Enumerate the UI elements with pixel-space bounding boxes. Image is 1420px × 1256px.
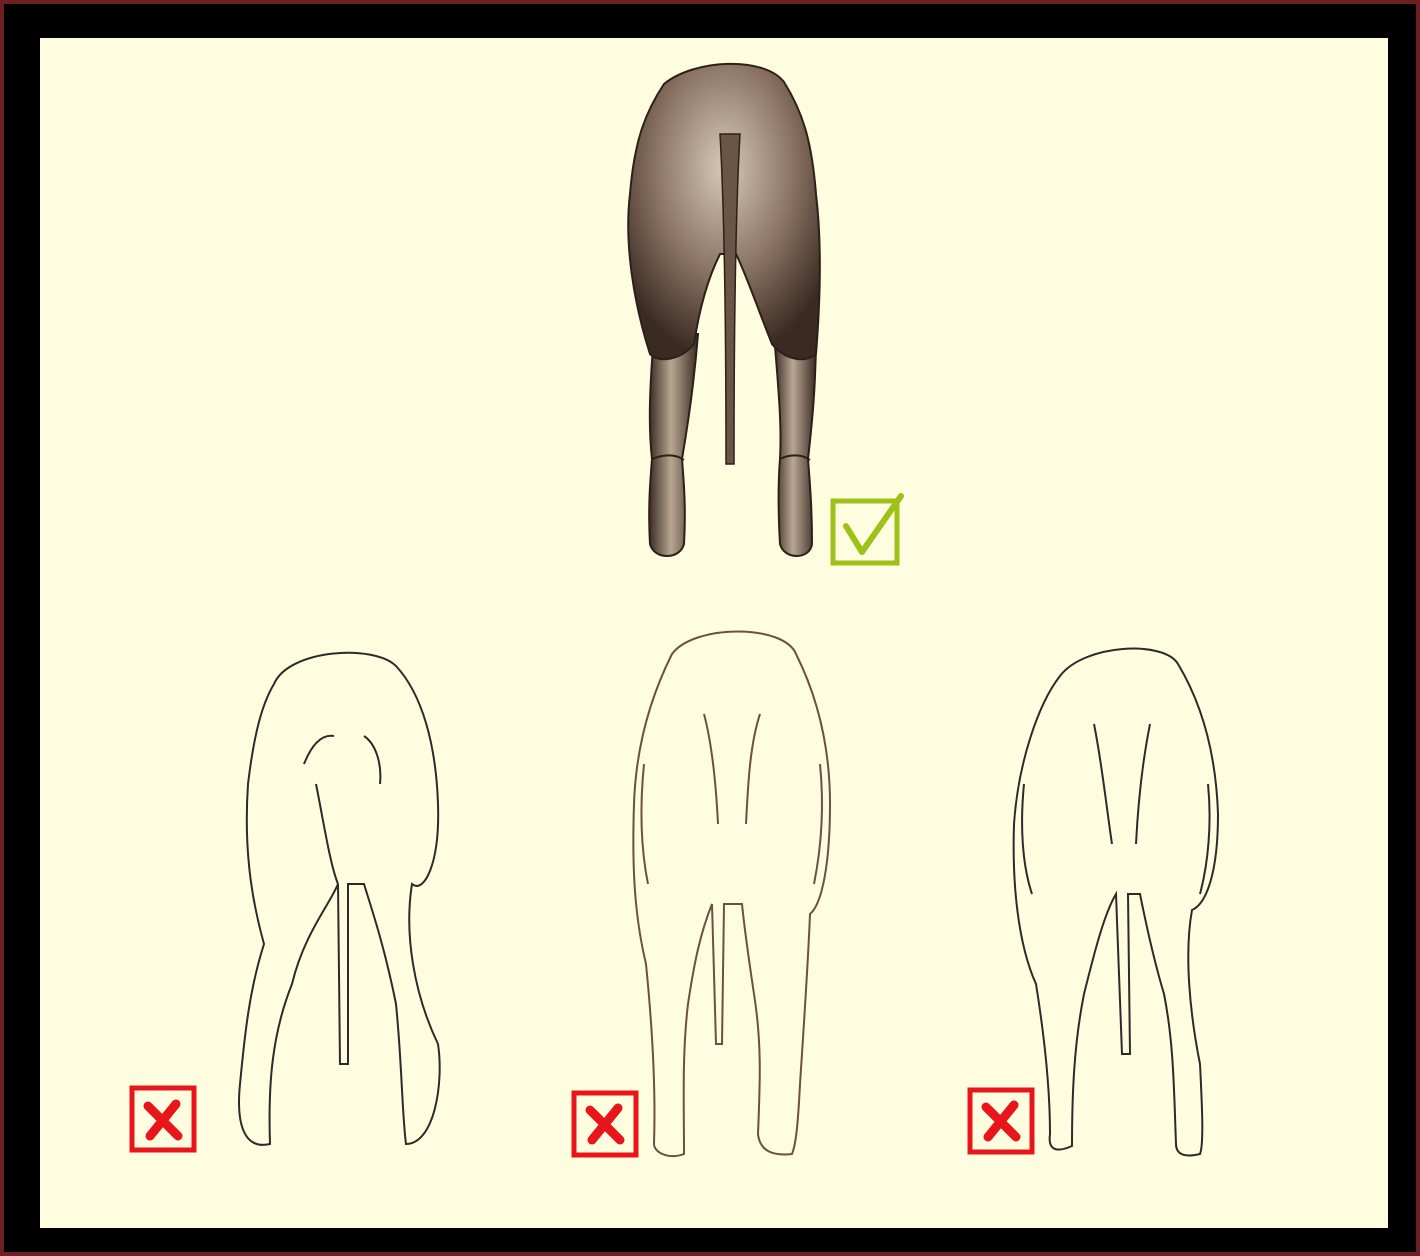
checkmark-icon — [833, 496, 901, 563]
cross-icon-3 — [970, 1090, 1032, 1152]
correct-left-leg — [649, 334, 698, 556]
figure-panel — [40, 38, 1388, 1228]
faulty-hindquarters-1 — [239, 653, 440, 1145]
illustration — [40, 38, 1388, 1228]
faulty-hindquarters-3 — [1014, 649, 1218, 1156]
correct-hindquarters — [628, 64, 820, 556]
faulty-hindquarters-2 — [633, 632, 830, 1157]
correct-right-leg — [774, 334, 816, 556]
cross-icon-1 — [132, 1088, 194, 1150]
cross-icon-2 — [574, 1093, 636, 1155]
correct-tail — [720, 134, 740, 464]
